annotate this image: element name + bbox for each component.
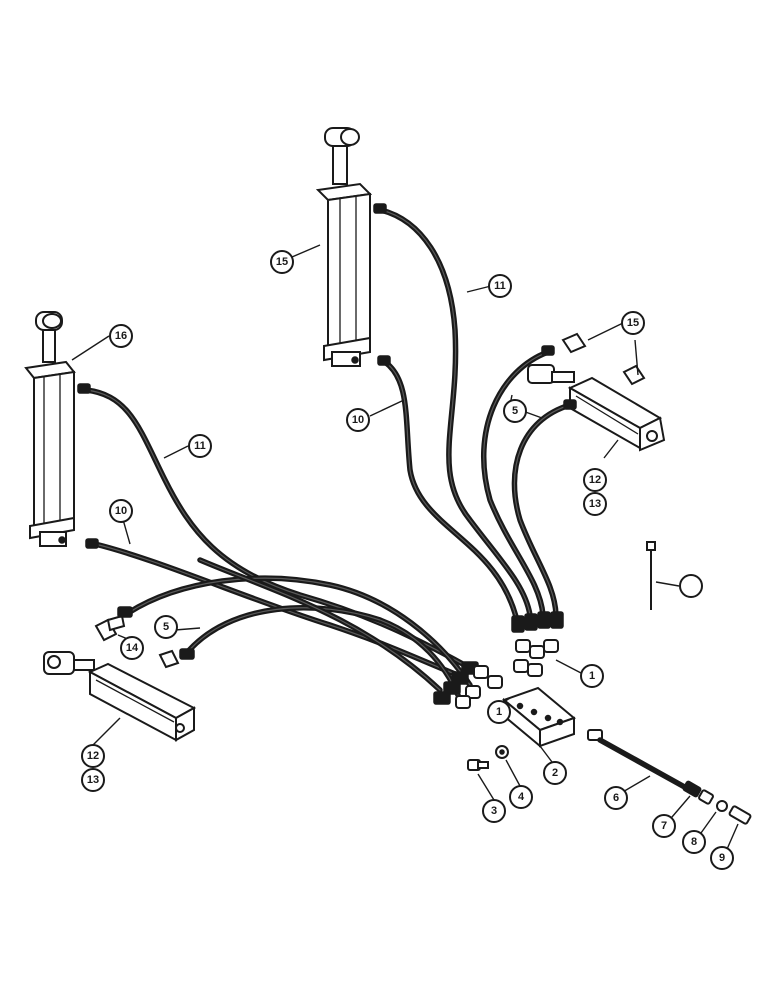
washer-4: [495, 745, 509, 759]
callout-16: [679, 574, 703, 598]
callout-5-left: 5: [154, 615, 178, 639]
callout-13-left: 13: [81, 768, 105, 792]
callout-7: 7: [652, 814, 676, 838]
callout-label: 16: [115, 330, 127, 342]
callout-label: 10: [352, 414, 364, 426]
cylinder-15-right: [315, 127, 373, 367]
callout-14-left: 14: [120, 636, 144, 660]
callout-label: 4: [518, 791, 525, 803]
callout-15-right: 15: [270, 250, 294, 274]
hoses-right-group: [378, 207, 573, 628]
manifold-fittings-1: [433, 611, 564, 709]
cylinder-12-13-right: [527, 364, 666, 452]
callout-label: 5: [512, 405, 518, 417]
callout-13-right: 13: [583, 492, 607, 516]
callout-label: 10: [115, 505, 127, 517]
callout-label: 7: [661, 820, 667, 832]
hoses-left-group: [83, 387, 473, 698]
callout-14-right: 15: [621, 311, 645, 335]
manifold-block-2: [502, 686, 576, 749]
callout-11-right: 11: [488, 274, 512, 298]
callout-1-lower: 1: [487, 700, 511, 724]
callout-label: 15: [276, 256, 288, 268]
callout-label: 2: [552, 767, 558, 779]
callout-label: 3: [491, 805, 497, 817]
callout-10-left: 10: [109, 499, 133, 523]
callout-3: 3: [482, 799, 506, 823]
callout-10-right: 10: [346, 408, 370, 432]
callout-12-left: 12: [81, 744, 105, 768]
callout-4: 4: [509, 785, 533, 809]
callout-label: 9: [719, 852, 725, 864]
callout-1-upper: 1: [580, 664, 604, 688]
callout-label: 12: [589, 474, 601, 486]
callout-2: 2: [543, 761, 567, 785]
callout-9: 9: [710, 846, 734, 870]
hose-5-right-lower: [511, 402, 573, 618]
callout-6: 6: [604, 786, 628, 810]
callout-label: 1: [496, 706, 502, 718]
cylinder-12-13-left: [43, 651, 197, 742]
elbow-fittings-14: [94, 332, 646, 669]
callout-label: 11: [494, 280, 506, 292]
callouts: 15 16 11 11 10 10 15 5 12 13 5 14 1 1 12…: [81, 250, 734, 870]
callout-11-left: 11: [188, 434, 212, 458]
callout-15-left: 16: [109, 324, 133, 348]
callout-label: 11: [194, 440, 206, 452]
callout-12-right: 12: [583, 468, 607, 492]
callout-label: 13: [87, 774, 99, 786]
callout-label: 5: [163, 621, 169, 633]
callout-5-right: 5: [503, 399, 527, 423]
pin-16: [646, 541, 656, 610]
callout-label: 13: [589, 498, 601, 510]
callout-label: 6: [613, 792, 619, 804]
bolt-3: [467, 759, 489, 771]
hose-end-fittings: [77, 203, 577, 660]
callout-label: 8: [691, 836, 697, 848]
callout-label: 15: [627, 317, 639, 329]
cylinder-15-left: [24, 311, 76, 547]
callout-label: 1: [589, 670, 595, 682]
leader-lines: [71, 244, 739, 857]
callout-label: 14: [126, 642, 139, 654]
hose-6-assembly: [587, 729, 752, 825]
callout-8: 8: [682, 830, 706, 854]
callout-label: 12: [87, 750, 99, 762]
